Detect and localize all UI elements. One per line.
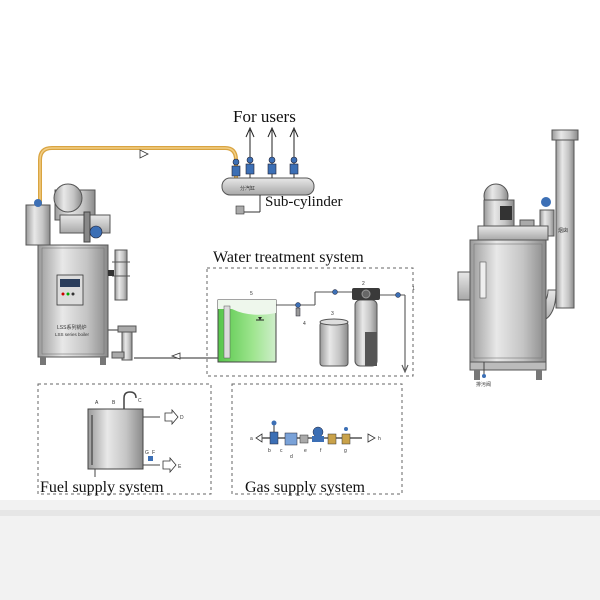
boiler-left: LSS系列锅炉 LSS series boiler <box>25 183 137 365</box>
boiler-panel-line2: LSS series boiler <box>55 332 90 337</box>
sub-cylinder-label: Sub-cylinder <box>265 194 342 210</box>
user-outlet-arrows <box>245 126 299 165</box>
steam-pipe <box>38 146 238 205</box>
gas-g: g <box>344 448 347 454</box>
boiler-right: 烟囱 排污阀 <box>457 129 579 388</box>
letter-A: A <box>95 400 99 406</box>
num-1: 1 <box>412 286 415 292</box>
letter-C: C <box>138 398 142 404</box>
manifold-tag: 分汽缸 <box>240 185 255 192</box>
water-treatment-label: Water treatment system <box>213 249 364 266</box>
gas-train: a b c d e f g h <box>250 420 381 460</box>
num-4: 4 <box>303 321 306 327</box>
gas-a: a <box>250 436 253 442</box>
water-treatment-box <box>206 267 414 377</box>
drain-tag: 排污阀 <box>476 381 491 388</box>
feed-water-pipe <box>108 329 220 360</box>
gas-c: c <box>280 448 283 454</box>
letter-E: E <box>178 464 182 470</box>
num-2: 2 <box>362 281 365 287</box>
sub-cylinder: 分汽缸 <box>221 156 315 215</box>
gas-b: b <box>268 448 271 454</box>
flow-arrow <box>139 149 149 159</box>
bottom-band <box>0 500 600 600</box>
gas-e: e <box>304 448 307 454</box>
gas-h: h <box>378 436 381 442</box>
gas-d: d <box>290 454 293 460</box>
letter-F: F <box>152 450 155 456</box>
chimney-tag: 烟囱 <box>558 227 568 234</box>
fuel-supply-box <box>37 383 212 495</box>
water-tank: 5 <box>217 291 277 363</box>
softener-column: 2 1 4 <box>303 281 415 367</box>
bottom-stripe <box>0 510 600 516</box>
gas-supply-box <box>231 383 403 495</box>
letter-D: D <box>180 415 184 421</box>
fuel-tank: A B C D E F G <box>87 391 184 477</box>
salt-tank: 3 <box>319 311 349 367</box>
num-3: 3 <box>331 311 334 317</box>
letter-B: B <box>112 400 116 406</box>
boiler-panel-line1: LSS系列锅炉 <box>57 324 86 331</box>
water-valves <box>295 289 401 317</box>
letter-G: G <box>145 450 149 456</box>
fuel-supply-label: Fuel supply system <box>40 479 164 496</box>
gas-supply-label: Gas supply system <box>245 479 366 496</box>
for-users-label: For users <box>233 107 296 126</box>
gas-f: f <box>320 448 322 454</box>
num-5: 5 <box>250 291 253 297</box>
